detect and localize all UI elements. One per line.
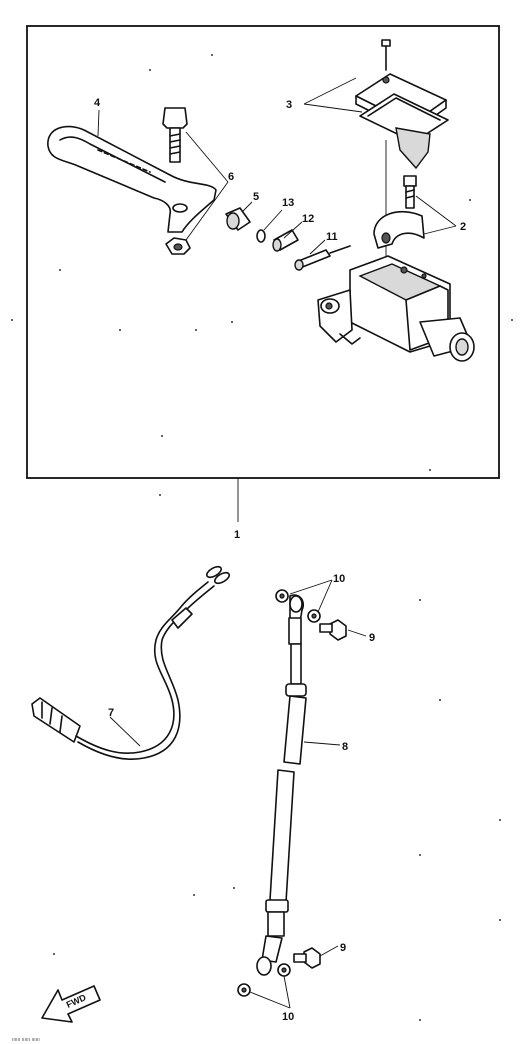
footer-code: ıııııı ıııııı ıııııı (12, 1037, 40, 1043)
holder-bolt (403, 175, 417, 209)
dust-boot (225, 207, 251, 231)
callout-labels: 1 2 3 4 5 6 7 8 9 9 10 10 11 12 13 (94, 97, 466, 1023)
master-cylinder-assembly-frame (26, 25, 500, 479)
callout-9-lower: 9 (340, 942, 346, 954)
callout-12: 12 (302, 213, 314, 225)
master-cylinder-holder (373, 210, 425, 249)
piston-assembly (294, 245, 351, 271)
piston-kit (272, 229, 299, 252)
brake-hose (256, 594, 307, 976)
callout-4: 4 (94, 97, 101, 109)
reservoir-diaphragm (359, 93, 449, 170)
lever-bolt (162, 107, 188, 163)
callout-1: 1 (234, 529, 240, 541)
callout-10-upper: 10 (333, 573, 345, 585)
callout-9-upper: 9 (369, 632, 375, 644)
callout-13: 13 (282, 197, 294, 209)
circlip (256, 229, 266, 243)
copper-washers-upper (275, 589, 321, 623)
callout-8: 8 (342, 741, 348, 753)
fwd-arrow-icon: FWD (41, 985, 101, 1023)
lever-nut (165, 237, 191, 255)
union-bolt-lower (293, 947, 321, 969)
copper-washers-lower (237, 963, 291, 997)
callout-2: 2 (460, 221, 466, 233)
brake-lever (47, 125, 217, 233)
callout-5: 5 (253, 191, 259, 203)
callout-7: 7 (108, 707, 114, 719)
callout-10-lower: 10 (282, 1011, 294, 1023)
callout-6: 6 (228, 171, 234, 183)
callout-3: 3 (286, 99, 292, 111)
union-bolt-upper (319, 619, 347, 641)
scan-specks (11, 54, 513, 1021)
cap-screw (381, 39, 391, 71)
callout-11: 11 (326, 231, 338, 243)
master-cylinder-body (317, 255, 475, 362)
leader-lines (97, 77, 457, 1009)
brake-light-switch (31, 565, 231, 761)
